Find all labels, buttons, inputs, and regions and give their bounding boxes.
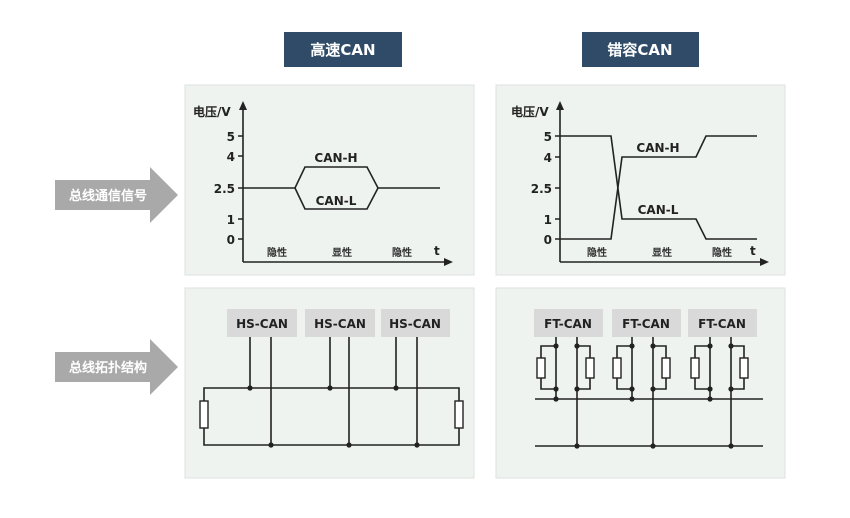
y-tick-label: 5 — [544, 130, 552, 144]
x-axis-label: t — [750, 244, 756, 258]
panel-ft-signal — [495, 84, 786, 276]
y-axis-arrow-icon — [239, 101, 247, 110]
phase-label: 显性 — [332, 246, 352, 259]
node-box — [305, 309, 375, 337]
title-fault-tolerant-can: 错容CAN — [582, 32, 699, 67]
can-h-line — [560, 135, 757, 240]
ft-signal-chart: 电压/V 5 4 2.5 1 0 CAN-H CAN-L 隐性 显性 隐性 t — [511, 101, 769, 266]
hs-topology: HS-CAN HS-CAN HS-CAN — [199, 309, 464, 448]
title-text: 高速CAN — [310, 41, 375, 59]
node-wires — [249, 337, 418, 445]
x-axis-label: t — [434, 244, 440, 258]
x-axis-arrow-icon — [444, 258, 453, 266]
row-arrow-signal: 总线通信信号 — [55, 167, 178, 223]
termination-resistor — [454, 400, 464, 429]
node-label: FT-CAN — [622, 317, 670, 331]
hs-signal-chart: 电压/V 5 4 2.5 1 0 CAN-H CAN-L 隐性 显性 隐性 t — [193, 101, 453, 266]
phase-label: 显性 — [652, 246, 672, 259]
phase-label: 隐性 — [587, 246, 607, 259]
phase-label: 隐性 — [712, 246, 732, 259]
can-l-line — [560, 135, 757, 240]
y-tick-label: 5 — [227, 130, 235, 144]
y-tick-label: 0 — [227, 233, 235, 247]
phase-label: 隐性 — [392, 246, 412, 259]
node-box — [534, 309, 603, 337]
y-tick-label: 2.5 — [531, 182, 552, 196]
bus-lines — [535, 398, 763, 447]
y-tick-label: 4 — [227, 150, 235, 164]
node-label: HS-CAN — [314, 317, 366, 331]
phase-label: 隐性 — [267, 246, 287, 259]
y-tick-label: 4 — [544, 151, 552, 165]
row-label: 总线拓扑结构 — [69, 360, 147, 376]
title-high-speed-can: 高速CAN — [284, 32, 402, 67]
y-axis-label: 电压/V — [193, 104, 231, 119]
y-axis-label: 电压/V — [511, 104, 549, 119]
node-box — [612, 309, 681, 337]
termination-resistor — [199, 400, 209, 429]
row-label: 总线通信信号 — [69, 188, 147, 204]
node-label: HS-CAN — [236, 317, 288, 331]
y-ticks — [238, 135, 243, 240]
can-l-label: CAN-L — [316, 194, 357, 208]
ft-node-circuit — [536, 337, 595, 449]
y-tick-label: 0 — [544, 233, 552, 247]
y-tick-label: 2.5 — [214, 182, 235, 196]
y-tick-label: 1 — [544, 213, 552, 227]
ft-topology: FT-CAN FT-CAN FT-CAN — [534, 309, 763, 450]
title-text: 错容CAN — [607, 41, 672, 59]
x-axis-arrow-icon — [760, 258, 769, 266]
can-l-line — [294, 187, 379, 210]
row-arrow-topology: 总线拓扑结构 — [55, 339, 178, 395]
y-ticks — [555, 135, 560, 240]
node-label: FT-CAN — [698, 317, 746, 331]
can-l-label: CAN-L — [638, 203, 679, 217]
panel-hs-signal — [184, 84, 475, 276]
node-box — [381, 309, 450, 337]
can-h-label: CAN-H — [314, 151, 357, 165]
node-box — [227, 309, 297, 337]
y-tick-label: 1 — [227, 213, 235, 227]
node-label: HS-CAN — [389, 317, 441, 331]
can-h-label: CAN-H — [636, 141, 679, 155]
node-label: FT-CAN — [544, 317, 592, 331]
node-box — [688, 309, 757, 337]
can-h-line — [243, 166, 440, 189]
y-axis-arrow-icon — [556, 101, 564, 110]
